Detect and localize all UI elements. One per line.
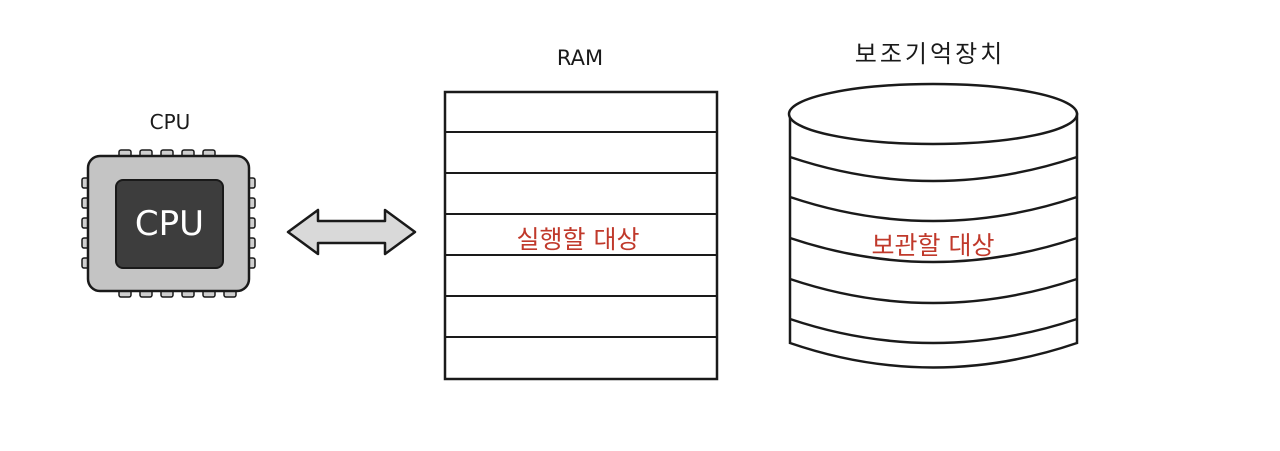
ram-outline (443, 90, 719, 381)
cylinder-band-2 (789, 195, 1078, 223)
ram-block (443, 90, 719, 381)
cylinder-band-1 (789, 155, 1078, 183)
double-arrow-icon (286, 208, 417, 256)
cpu-chip-label: CPU (134, 204, 205, 244)
cpu-caption: CPU (149, 110, 191, 134)
ram-note: 실행할 대상 (516, 225, 640, 254)
cylinder-top (787, 82, 1079, 146)
storage-note: 보관할 대상 (871, 231, 995, 260)
cylinder-band-5 (789, 317, 1078, 345)
cylinder-band-4 (789, 277, 1078, 305)
cpu-chip-icon (81, 149, 256, 298)
storage-caption: 보조기억장치 (854, 40, 1006, 68)
ram-row-dividers (445, 131, 717, 338)
ram-caption: RAM (556, 46, 604, 70)
cpu-chip-core (115, 179, 224, 269)
cylinder-body (788, 112, 1079, 369)
storage-cylinder-icon (787, 82, 1079, 369)
cylinder-band-3 (789, 236, 1078, 264)
